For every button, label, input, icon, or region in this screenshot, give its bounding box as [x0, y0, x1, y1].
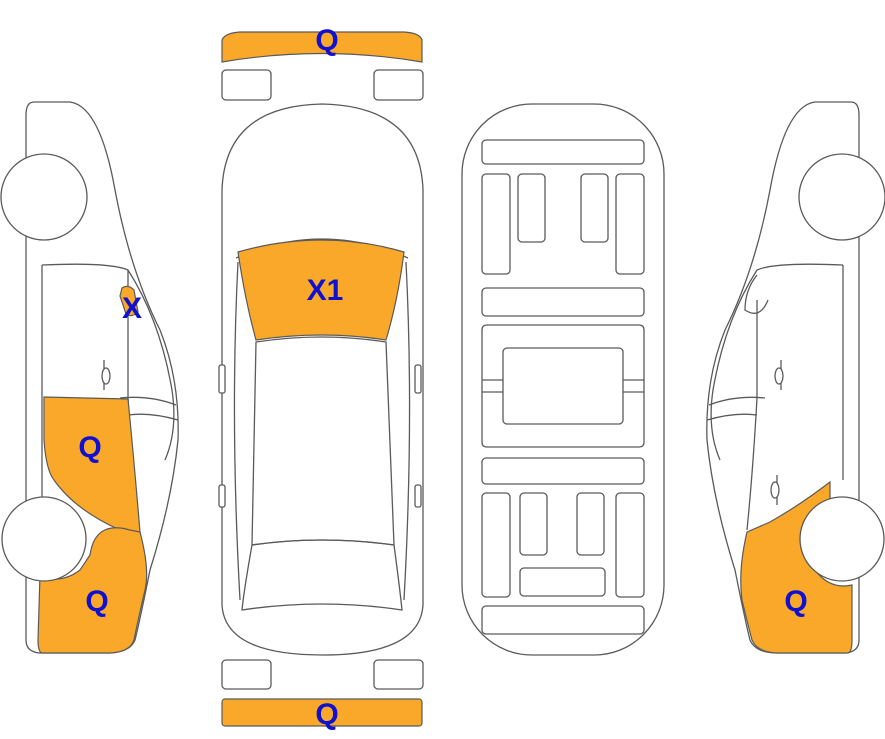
left-front-wheel: [0, 153, 88, 241]
right-rear-wheel: [799, 496, 885, 582]
left-rear-door-damage[interactable]: [43, 396, 141, 533]
under-panel: [576, 492, 605, 556]
under-panel: [481, 173, 511, 275]
left-fender-label: Q: [85, 585, 108, 618]
left-window-line: [233, 261, 241, 601]
top-view-body: [221, 103, 424, 656]
rear-left-light: [221, 659, 272, 690]
front-bumper-label: Q: [315, 24, 338, 57]
under-center-panel: [502, 347, 624, 425]
right-mirror-top: [414, 364, 422, 394]
front-right-light: [373, 69, 424, 101]
under-panel: [481, 605, 645, 635]
under-panel: [481, 457, 645, 485]
left-mirror-top: [218, 364, 226, 394]
right-window-line: [403, 261, 411, 601]
under-panel: [481, 139, 645, 165]
front-bumper-view: Q: [221, 24, 424, 101]
under-panel: [580, 173, 609, 243]
right-front-wheel: [798, 153, 885, 241]
left-door-label: Q: [78, 431, 101, 464]
left-rear-wheel: [1, 496, 87, 582]
under-panel: [481, 287, 645, 317]
under-panel: [481, 492, 511, 598]
left-mirror-label: X: [122, 292, 142, 325]
car-left-side-view: X Q Q: [0, 101, 179, 654]
rear-right-light: [373, 659, 424, 690]
car-top-view: X1: [218, 103, 424, 656]
left-handle-top: [218, 484, 226, 508]
rear-window: [241, 539, 403, 611]
under-panel: [519, 567, 606, 597]
under-panel: [517, 173, 546, 243]
right-handle-top: [414, 484, 422, 508]
left-mirror-damage[interactable]: [119, 285, 139, 317]
front-bumper-damage[interactable]: [221, 31, 423, 63]
front-left-light: [221, 69, 272, 101]
under-panel: [519, 492, 548, 556]
rear-bumper-label: Q: [315, 698, 338, 731]
rear-bumper-view: Q: [221, 659, 424, 731]
rear-bumper-damage[interactable]: [221, 698, 423, 727]
right-fender-label: Q: [784, 585, 807, 618]
undercarriage-view: [461, 103, 665, 656]
car-right-side-view: Q: [706, 101, 885, 654]
windshield-damage[interactable]: [237, 239, 405, 341]
windshield-label: X1: [307, 274, 344, 307]
under-panel: [615, 492, 645, 598]
under-panel: [615, 173, 645, 275]
left-rear-fender-damage[interactable]: [37, 527, 148, 654]
